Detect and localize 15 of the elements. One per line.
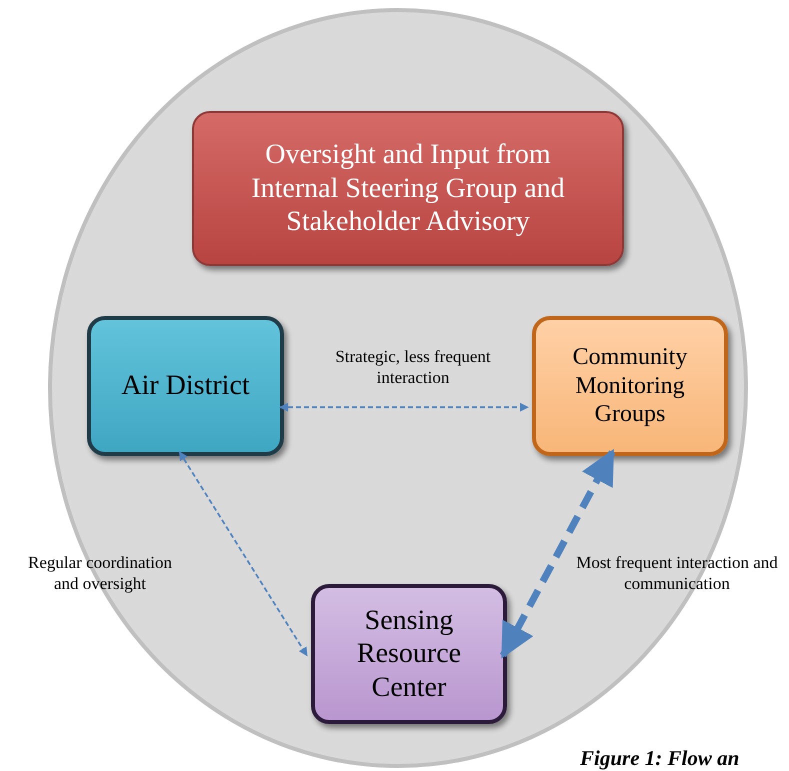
node-label: Oversight and Input from Internal Steering Group and Stakeholder Advisory bbox=[250, 138, 566, 239]
node-label: Sensing Resource Center bbox=[356, 604, 462, 704]
process-box bbox=[87, 316, 284, 456]
double-arrow bbox=[279, 402, 529, 412]
node-label: Community Monitoring Groups bbox=[572, 342, 688, 430]
edge-label: Regular coordination and oversight bbox=[27, 552, 173, 594]
process-box bbox=[532, 316, 728, 456]
edge-label: Strategic, less frequent interaction bbox=[334, 346, 492, 388]
oversight-box bbox=[192, 111, 624, 266]
double-arrow bbox=[500, 448, 616, 659]
node-label: Air District bbox=[121, 369, 250, 403]
process-box bbox=[311, 584, 507, 724]
edge-label: Most frequent interaction and communication bbox=[575, 552, 779, 594]
double-arrow bbox=[178, 451, 308, 656]
figure-caption: Figure 1: Flow an bbox=[580, 746, 740, 771]
